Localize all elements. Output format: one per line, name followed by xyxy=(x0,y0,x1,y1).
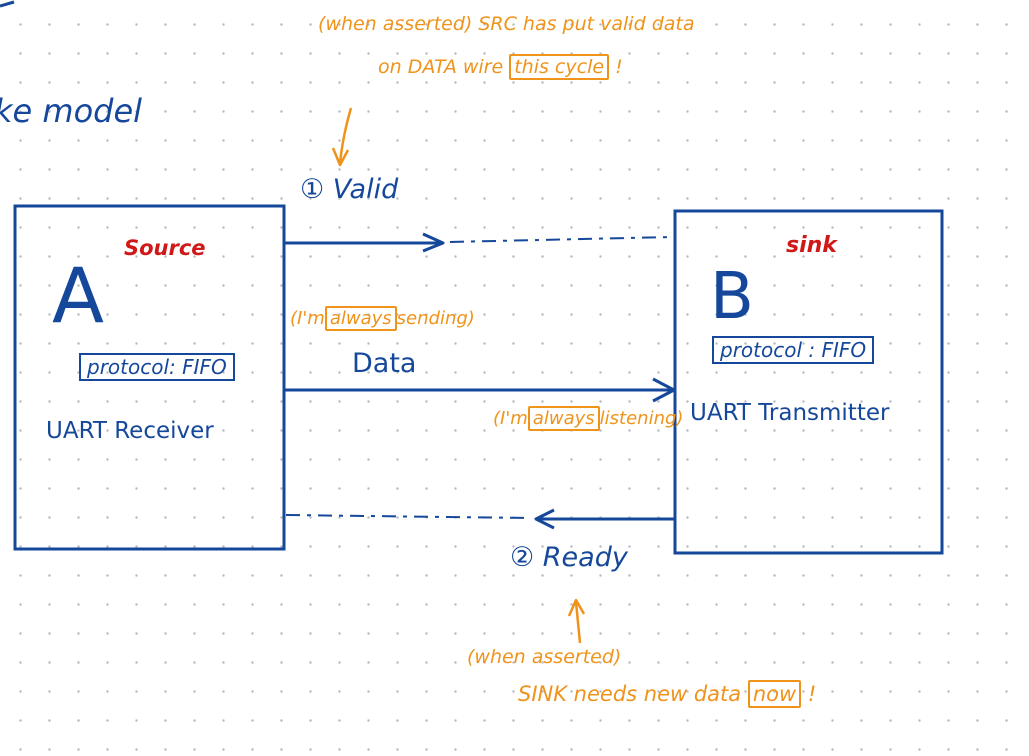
ready-note-text: SINK needs new data xyxy=(518,682,742,706)
sink-box xyxy=(673,209,944,555)
data-label: Data xyxy=(352,348,417,379)
source-box xyxy=(13,204,286,551)
valid-note-line1: (when asserted) SRC has put valid data xyxy=(318,13,695,35)
page-title-fragment: ke model xyxy=(0,92,143,130)
edge-stroke xyxy=(0,0,15,8)
valid-note-text: on DATA wire xyxy=(378,56,504,78)
ready-label: ② Ready xyxy=(510,542,628,573)
valid-note-line2: on DATA wire this cycle ! xyxy=(378,54,623,80)
listening-note-pre: (I'm xyxy=(493,408,528,429)
ready-note-exclaim: ! xyxy=(807,682,817,706)
listening-note-post: listening) xyxy=(599,408,684,429)
valid-note-pointer xyxy=(331,107,353,167)
ready-note-pointer xyxy=(567,598,586,644)
sink-name: UART Transmitter xyxy=(690,400,890,426)
sending-note-boxed: always xyxy=(324,306,397,331)
valid-note-exclaim: ! xyxy=(615,56,623,78)
sink-letter: B xyxy=(710,260,754,334)
sending-note-pre: (I'm xyxy=(290,308,325,329)
sending-note-post: sending) xyxy=(396,308,475,329)
data-arrow xyxy=(284,377,676,403)
valid-note-boxed: this cycle xyxy=(509,54,610,80)
ready-note-line1: (when asserted) xyxy=(467,646,622,668)
source-role-label: Source xyxy=(124,236,206,260)
source-protocol: protocol: FIFO xyxy=(79,353,235,381)
sink-protocol: protocol : FIFO xyxy=(712,336,875,364)
ready-arrow xyxy=(285,508,675,530)
valid-arrow xyxy=(284,232,673,253)
sink-role-label: sink xyxy=(786,233,837,258)
source-letter: A xyxy=(52,251,104,340)
ready-note-line2: SINK needs new data now ! xyxy=(518,680,817,708)
valid-label: ① Valid xyxy=(300,174,399,205)
source-name: UART Receiver xyxy=(46,418,214,444)
listening-note-boxed: always xyxy=(527,406,600,431)
ready-note-boxed: now xyxy=(747,680,802,708)
